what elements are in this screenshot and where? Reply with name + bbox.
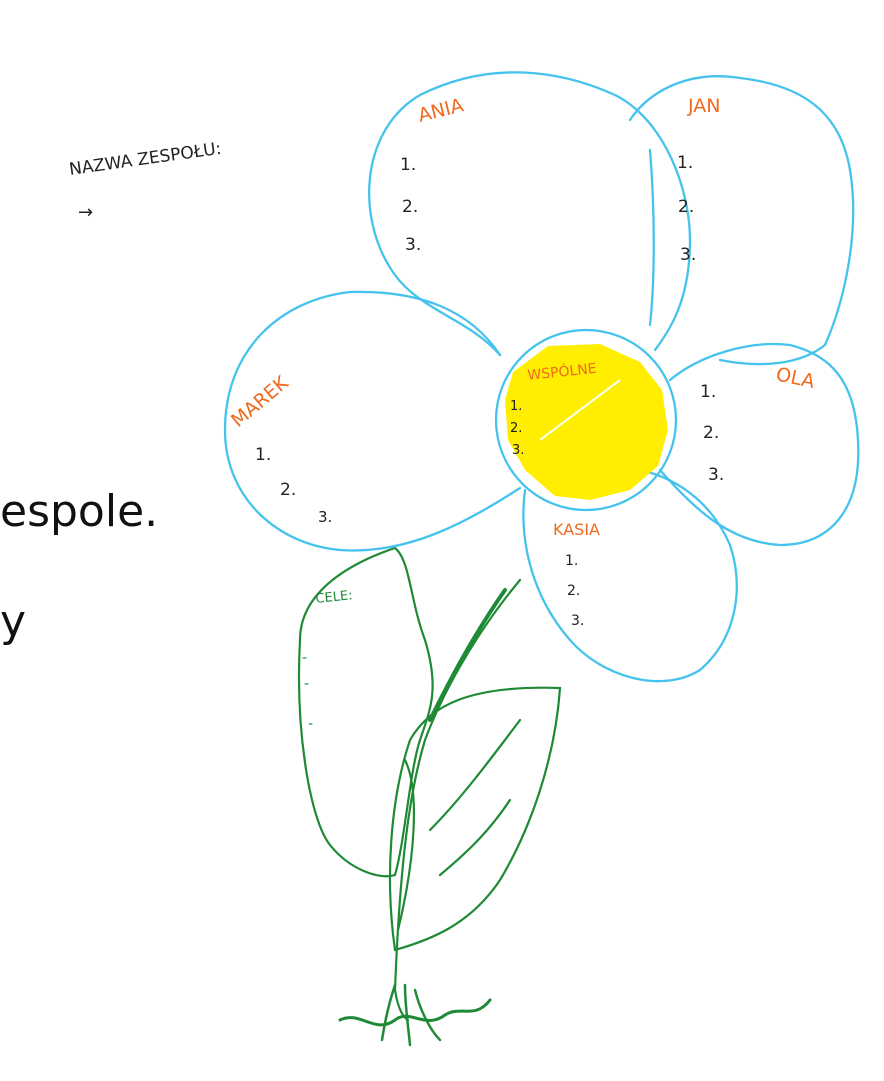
ola-item-1: 1. <box>700 382 716 402</box>
kasia-item-2: 2. <box>567 583 580 599</box>
ania-item-1: 1. <box>400 155 416 175</box>
jan-item-1: 1. <box>677 153 693 173</box>
goals-item-1: - <box>302 650 307 666</box>
goals-item-3: - <box>308 716 313 732</box>
jan-item-2: 2. <box>678 197 694 217</box>
center-item-2: 2. <box>510 421 522 436</box>
petal-name-jan: JAN <box>687 95 720 117</box>
goals-item-2: - <box>304 676 309 692</box>
center-group <box>496 330 676 510</box>
team-name-label: NAZWA ZESPOŁU: <box>68 139 223 180</box>
marek-item-1: 1. <box>255 445 271 465</box>
kasia-item-3: 3. <box>571 613 584 629</box>
ania-item-3: 3. <box>405 235 421 255</box>
ania-item-2: 2. <box>402 197 418 217</box>
marek-item-3: 3. <box>318 508 332 526</box>
ola-item-2: 2. <box>703 423 719 443</box>
jan-item-3: 3. <box>680 245 696 265</box>
arrow-icon: → <box>78 202 93 223</box>
paper-sheet <box>205 28 884 1081</box>
ola-item-3: 3. <box>708 465 724 485</box>
petal-name-kasia: KASIA <box>553 520 600 539</box>
marek-item-2: 2. <box>280 480 296 500</box>
center-item-3: 3. <box>512 443 524 458</box>
center-item-1: 1. <box>510 399 522 414</box>
kasia-item-1: 1. <box>565 553 578 569</box>
